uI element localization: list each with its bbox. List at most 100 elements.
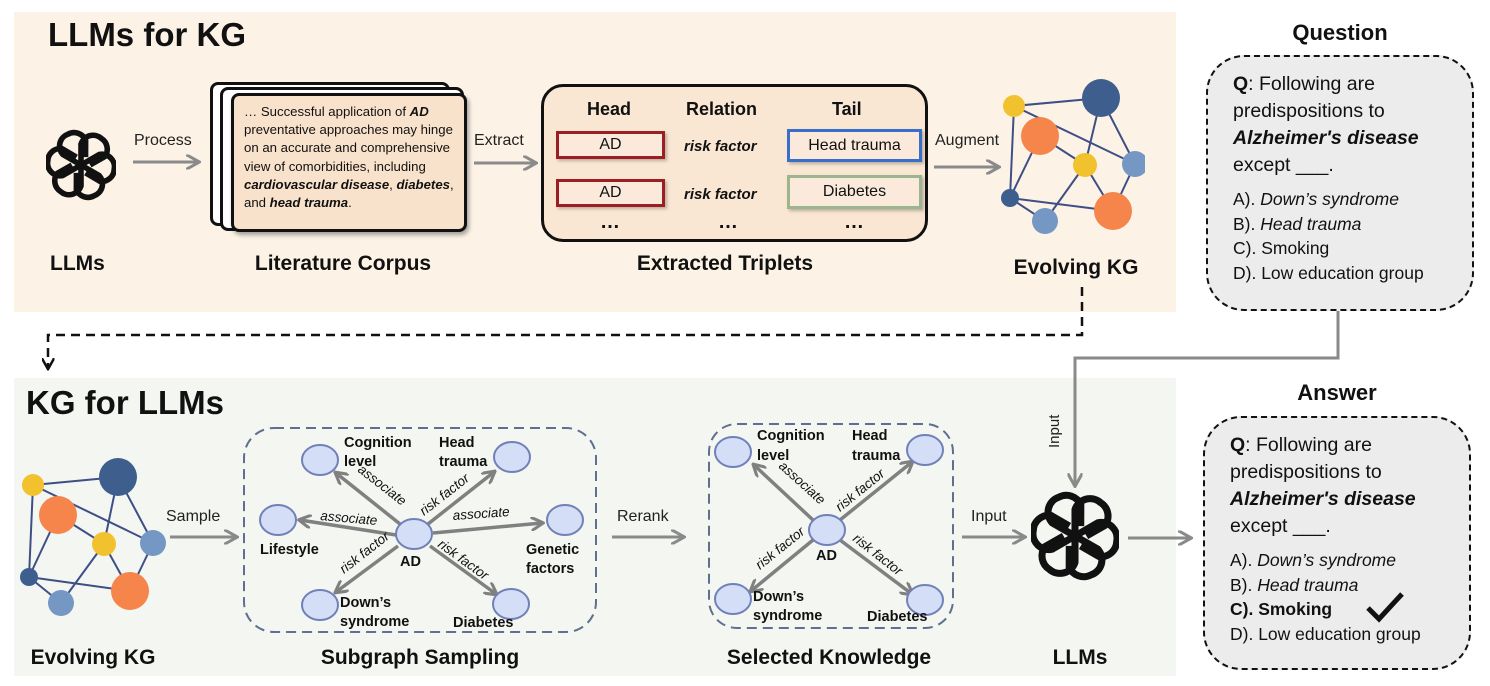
kg-node (92, 532, 116, 556)
triplet-relation: risk factor (684, 138, 757, 155)
node-label: Head (852, 428, 887, 444)
edge (432, 523, 542, 535)
q-prefix: Q (1233, 73, 1249, 95)
header-relation: Relation (686, 99, 758, 119)
node-lifestyle (259, 504, 297, 536)
edge (336, 544, 400, 592)
triplet-head-cell: AD (556, 179, 665, 207)
node-genetic (546, 504, 584, 536)
option-d: D). Low education group (1233, 262, 1424, 283)
option-b: B). Head trauma (1233, 213, 1362, 234)
selected-border (708, 423, 954, 629)
corpus-text: , (389, 176, 397, 192)
node-downs (714, 583, 752, 615)
evolving-kg-graph-top (1001, 79, 1145, 234)
extracted-triplets-caption: Extracted Triplets (636, 252, 814, 275)
feedback-dashed-line (48, 287, 1084, 368)
openai-logo-icon (46, 128, 116, 202)
question-to-llm-line (1075, 310, 1340, 485)
question-text: : Following are predispositions to (1233, 73, 1385, 122)
edge-label: associate (452, 504, 510, 523)
node-label: Down’s (753, 589, 804, 605)
kg-node (48, 590, 74, 616)
kg-node (1094, 192, 1132, 230)
triplet-relation: risk factor (684, 186, 757, 203)
kg-node (140, 530, 166, 556)
corpus-text: , and (244, 176, 454, 211)
corpus-text: preventative approaches may hinge on an … (244, 122, 453, 174)
node-diabetes (492, 588, 530, 620)
subgraph-border (243, 427, 597, 633)
node-label: AD (816, 548, 837, 564)
kg-node (1001, 189, 1019, 207)
node-label: Diabetes (867, 609, 927, 625)
section-title-kg-for-llms: KG for LLMs (26, 384, 224, 421)
node-diabetes (906, 584, 944, 616)
triplet-head-cell: AD (556, 131, 665, 159)
triplet-table: Head Relation Tail AD risk factor Head t… (541, 84, 928, 242)
option-d: D). Low education group (1230, 623, 1421, 644)
node-cognition (714, 436, 752, 468)
subgraph-sampling-graph: AD Cognition level Head trauma Lifestyle… (243, 427, 597, 633)
edge (428, 544, 496, 594)
kg-node (22, 474, 44, 496)
corpus-text: . (348, 195, 352, 211)
evolving-kg-caption-top: Evolving KG (1013, 256, 1139, 279)
edge (838, 538, 912, 594)
ellipsis: … (718, 211, 739, 233)
q-prefix: Q (1230, 434, 1246, 456)
corpus-emph-head-trauma: head trauma (269, 195, 349, 211)
node-ad (808, 514, 846, 546)
edge (751, 538, 815, 591)
node-label: Head (439, 435, 474, 451)
option-a: A). Down’s syndrome (1233, 189, 1399, 209)
header-tail: Tail (832, 99, 862, 119)
section-title-llms-for-kg: LLMs for KG (48, 16, 246, 53)
edge-label: risk factor (435, 536, 492, 583)
literature-document: … Successful application of AD preventat… (231, 93, 467, 232)
triplet-tail-cell: Head trauma (787, 129, 922, 162)
openai-logo-icon (1031, 490, 1119, 582)
corpus-emph-ad: AD (409, 104, 429, 119)
edge (300, 520, 397, 537)
extract-label: Extract (474, 132, 524, 149)
kg-node (1122, 151, 1145, 177)
node-label: level (344, 454, 376, 470)
option-c: C). Smoking (1233, 238, 1330, 258)
kg-node (99, 458, 137, 496)
edge (336, 473, 402, 526)
node-label: Lifestyle (260, 542, 319, 558)
ellipsis: … (600, 211, 621, 233)
rerank-label: Rerank (617, 508, 669, 525)
question-box: Q: Following are predispositions to Alzh… (1206, 55, 1474, 311)
answer-title: Answer (1297, 380, 1377, 405)
edge (426, 472, 494, 526)
node-label: Down’s (340, 595, 391, 611)
kg-node (20, 568, 38, 586)
check-mark-icon (1366, 592, 1404, 623)
evolving-kg-graph-bottom (20, 458, 166, 616)
ellipsis: … (844, 211, 865, 233)
node-label: Cognition (757, 428, 825, 444)
edge (754, 465, 815, 522)
evolving-kg-caption-bottom: Evolving KG (30, 646, 156, 669)
question-stem: Q: Following are predispositions to (1233, 71, 1472, 125)
llms-caption-top: LLMs (50, 252, 105, 275)
augment-label: Augment (935, 132, 1000, 149)
header-head: Head (587, 99, 632, 119)
node-label: AD (400, 554, 421, 570)
kg-node (39, 496, 77, 534)
kg-node (1073, 153, 1097, 177)
node-downs (301, 589, 339, 621)
edge (838, 462, 912, 522)
corpus-text: … Successful application of (244, 104, 410, 119)
node-label: syndrome (340, 614, 409, 630)
option-b: B). Head trauma (1230, 574, 1359, 595)
node-label: syndrome (753, 608, 822, 624)
node-label: level (757, 448, 789, 464)
node-label: factors (526, 561, 574, 577)
triplet-tail-cell: Diabetes (787, 175, 922, 209)
kg-node (1003, 95, 1025, 117)
question-text: : Following are predispositions to (1230, 434, 1382, 483)
question-text-end: except ___. (1233, 154, 1334, 176)
